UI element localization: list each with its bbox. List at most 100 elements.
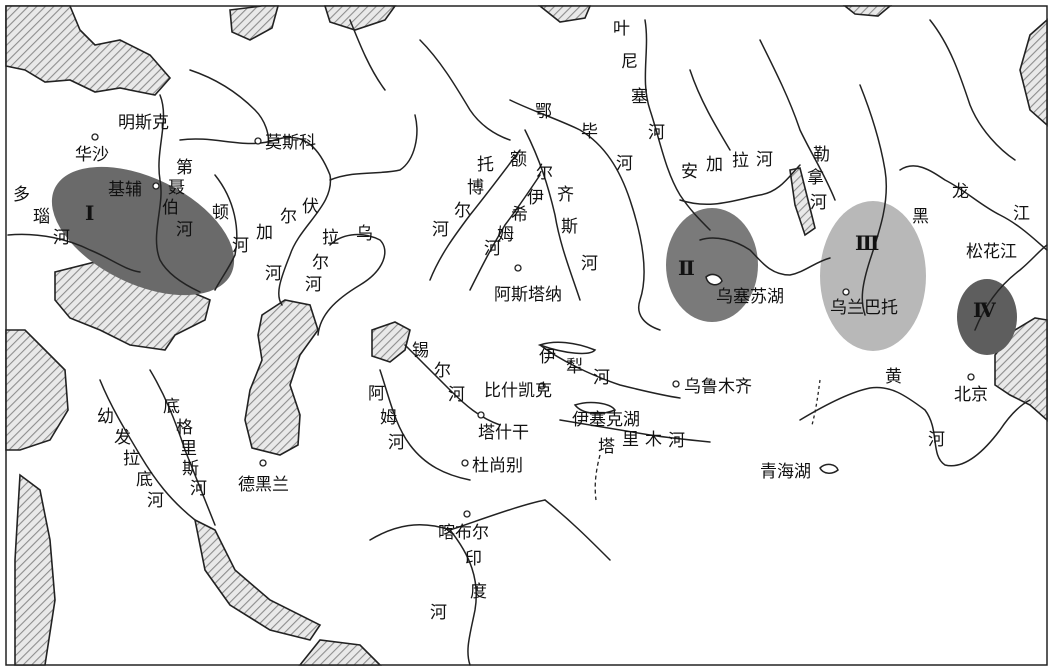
ili-line [539, 344, 681, 399]
river-euphrates-5: 河 [147, 491, 164, 511]
dashed-border [594, 454, 601, 501]
river-ural-2: 拉 [322, 228, 339, 248]
river-dnieper-3: 伯 [162, 198, 179, 218]
lake-balkhash-shape [537, 341, 597, 355]
city-minsk: 明斯克 [118, 113, 169, 133]
river-amu-3: 河 [388, 433, 405, 453]
region-1-zone [51, 166, 235, 296]
arctic-bay-1 [323, 5, 397, 31]
river-yellow-2: 河 [928, 430, 945, 450]
lake-issyk: 伊塞克湖 [572, 410, 640, 430]
east-river [859, 84, 888, 316]
yenisei-line [644, 19, 711, 231]
lake-uvs: 乌塞苏湖 [716, 287, 784, 307]
river-ural-1: 乌 [356, 224, 373, 244]
irtysh-line [524, 129, 581, 301]
river-tigris-5: 河 [190, 479, 207, 499]
river-danube-2: 瑙 [33, 207, 50, 227]
lake-qinghai-shape [819, 463, 839, 474]
river-euphrates-1: 幼 [97, 407, 114, 427]
city-moscow: 莫斯科 [265, 133, 316, 153]
river-irtysh-4: 斯 [561, 217, 578, 237]
city-dot-ulaanbaatar [842, 288, 850, 296]
river-yenisei-2: 尼 [621, 52, 638, 72]
river-ural-3: 尔 [312, 253, 329, 273]
region-2-label: Ⅱ [678, 256, 695, 280]
kabul-branch [369, 499, 546, 541]
river-euphrates-4: 底 [136, 470, 153, 490]
river-amu-2: 姆 [380, 408, 397, 428]
city-dot-tashkent [477, 411, 485, 419]
city-dot-moscow [254, 137, 262, 145]
river-indus-2: 度 [470, 582, 487, 602]
ob-line [509, 99, 661, 331]
river-don-2: 河 [232, 236, 249, 256]
red-sea [14, 473, 56, 666]
arctic-bay-3 [842, 5, 893, 17]
river-dnieper-1: 第 [176, 158, 193, 178]
river-volga-3: 加 [256, 223, 273, 243]
river-tarim-4: 河 [668, 431, 685, 451]
city-dot-dushanbe [461, 459, 469, 467]
north-river-1 [189, 69, 270, 146]
river-syr-2: 尔 [434, 361, 451, 381]
river-tobol-1: 托 [477, 155, 494, 175]
river-dnieper-4: 河 [176, 220, 193, 240]
river-ishim-2: 希 [511, 205, 528, 225]
regions [51, 166, 1017, 355]
city-dot-tehran [259, 459, 267, 467]
seas [5, 5, 1048, 666]
city-labels: 明斯克 华沙 莫斯科 基辅 阿斯塔纳 比什凯克 乌鲁木齐 塔什干 杜尚别 德黑兰… [75, 113, 988, 543]
city-ulaanbaatar: 乌兰巴托 [830, 298, 898, 318]
region-labels: Ⅰ Ⅱ Ⅲ Ⅳ [85, 201, 996, 322]
baltic-sea [5, 5, 172, 96]
kama-line [329, 114, 418, 181]
volga-line [179, 136, 332, 306]
don-line [214, 174, 238, 291]
ganges-branch [544, 499, 611, 561]
river-amur-3: 江 [1013, 204, 1030, 224]
north-river-4 [689, 69, 731, 151]
ishim-line [469, 174, 541, 291]
lakes [537, 273, 839, 474]
amu-line [379, 369, 471, 481]
city-dot-beijing [967, 373, 975, 381]
river-lena-2: 拿 [807, 167, 824, 188]
region-2-zone [666, 208, 758, 322]
caspian-sea [244, 299, 319, 456]
city-kiev: 基辅 [108, 180, 142, 200]
city-dot-bishkek [538, 382, 546, 390]
river-songhua: 松花江 [966, 242, 1017, 262]
persian-gulf [193, 518, 322, 641]
river-yenisei-3: 塞 [631, 87, 648, 107]
city-dot-astana [514, 264, 522, 272]
river-tigris-3: 里 [180, 439, 197, 459]
selenga-line [699, 237, 831, 276]
lake-labels: 乌塞苏湖 伊塞克湖 青海湖 [572, 287, 811, 482]
lake-qinghai: 青海湖 [760, 462, 811, 482]
arabian-sea [298, 639, 382, 666]
river-ob-2: 毕 [581, 122, 598, 142]
lena-line [759, 39, 836, 201]
river-tigris-2: 格 [176, 418, 193, 438]
river-ishim-4: 河 [484, 239, 501, 259]
yellow-line [799, 386, 1031, 467]
river-ili-1: 伊 [539, 347, 556, 367]
city-dot-kabul [463, 510, 471, 518]
north-river-2 [349, 19, 386, 91]
arctic-bay-2 [537, 5, 592, 23]
river-irtysh-1: 额 [510, 150, 527, 170]
aral-sea [371, 321, 411, 363]
river-don-1: 顿 [212, 203, 229, 223]
white-sea [229, 5, 280, 41]
river-amur-2: 龙 [952, 182, 969, 202]
river-volga-1: 伏 [302, 197, 319, 217]
river-indus-1: 印 [465, 549, 482, 569]
river-tobol-4: 河 [432, 220, 449, 240]
river-labels: 多 瑙 河 第 聂 伯 河 顿 河 伏 尔 加 河 乌 拉 尔 河 托 博 尔 … [13, 19, 1030, 623]
river-irtysh-3: 齐 [557, 185, 574, 205]
river-tarim-2: 里 [622, 430, 639, 450]
city-urumqi: 乌鲁木齐 [684, 377, 752, 397]
river-yenisei-4: 河 [648, 123, 665, 143]
